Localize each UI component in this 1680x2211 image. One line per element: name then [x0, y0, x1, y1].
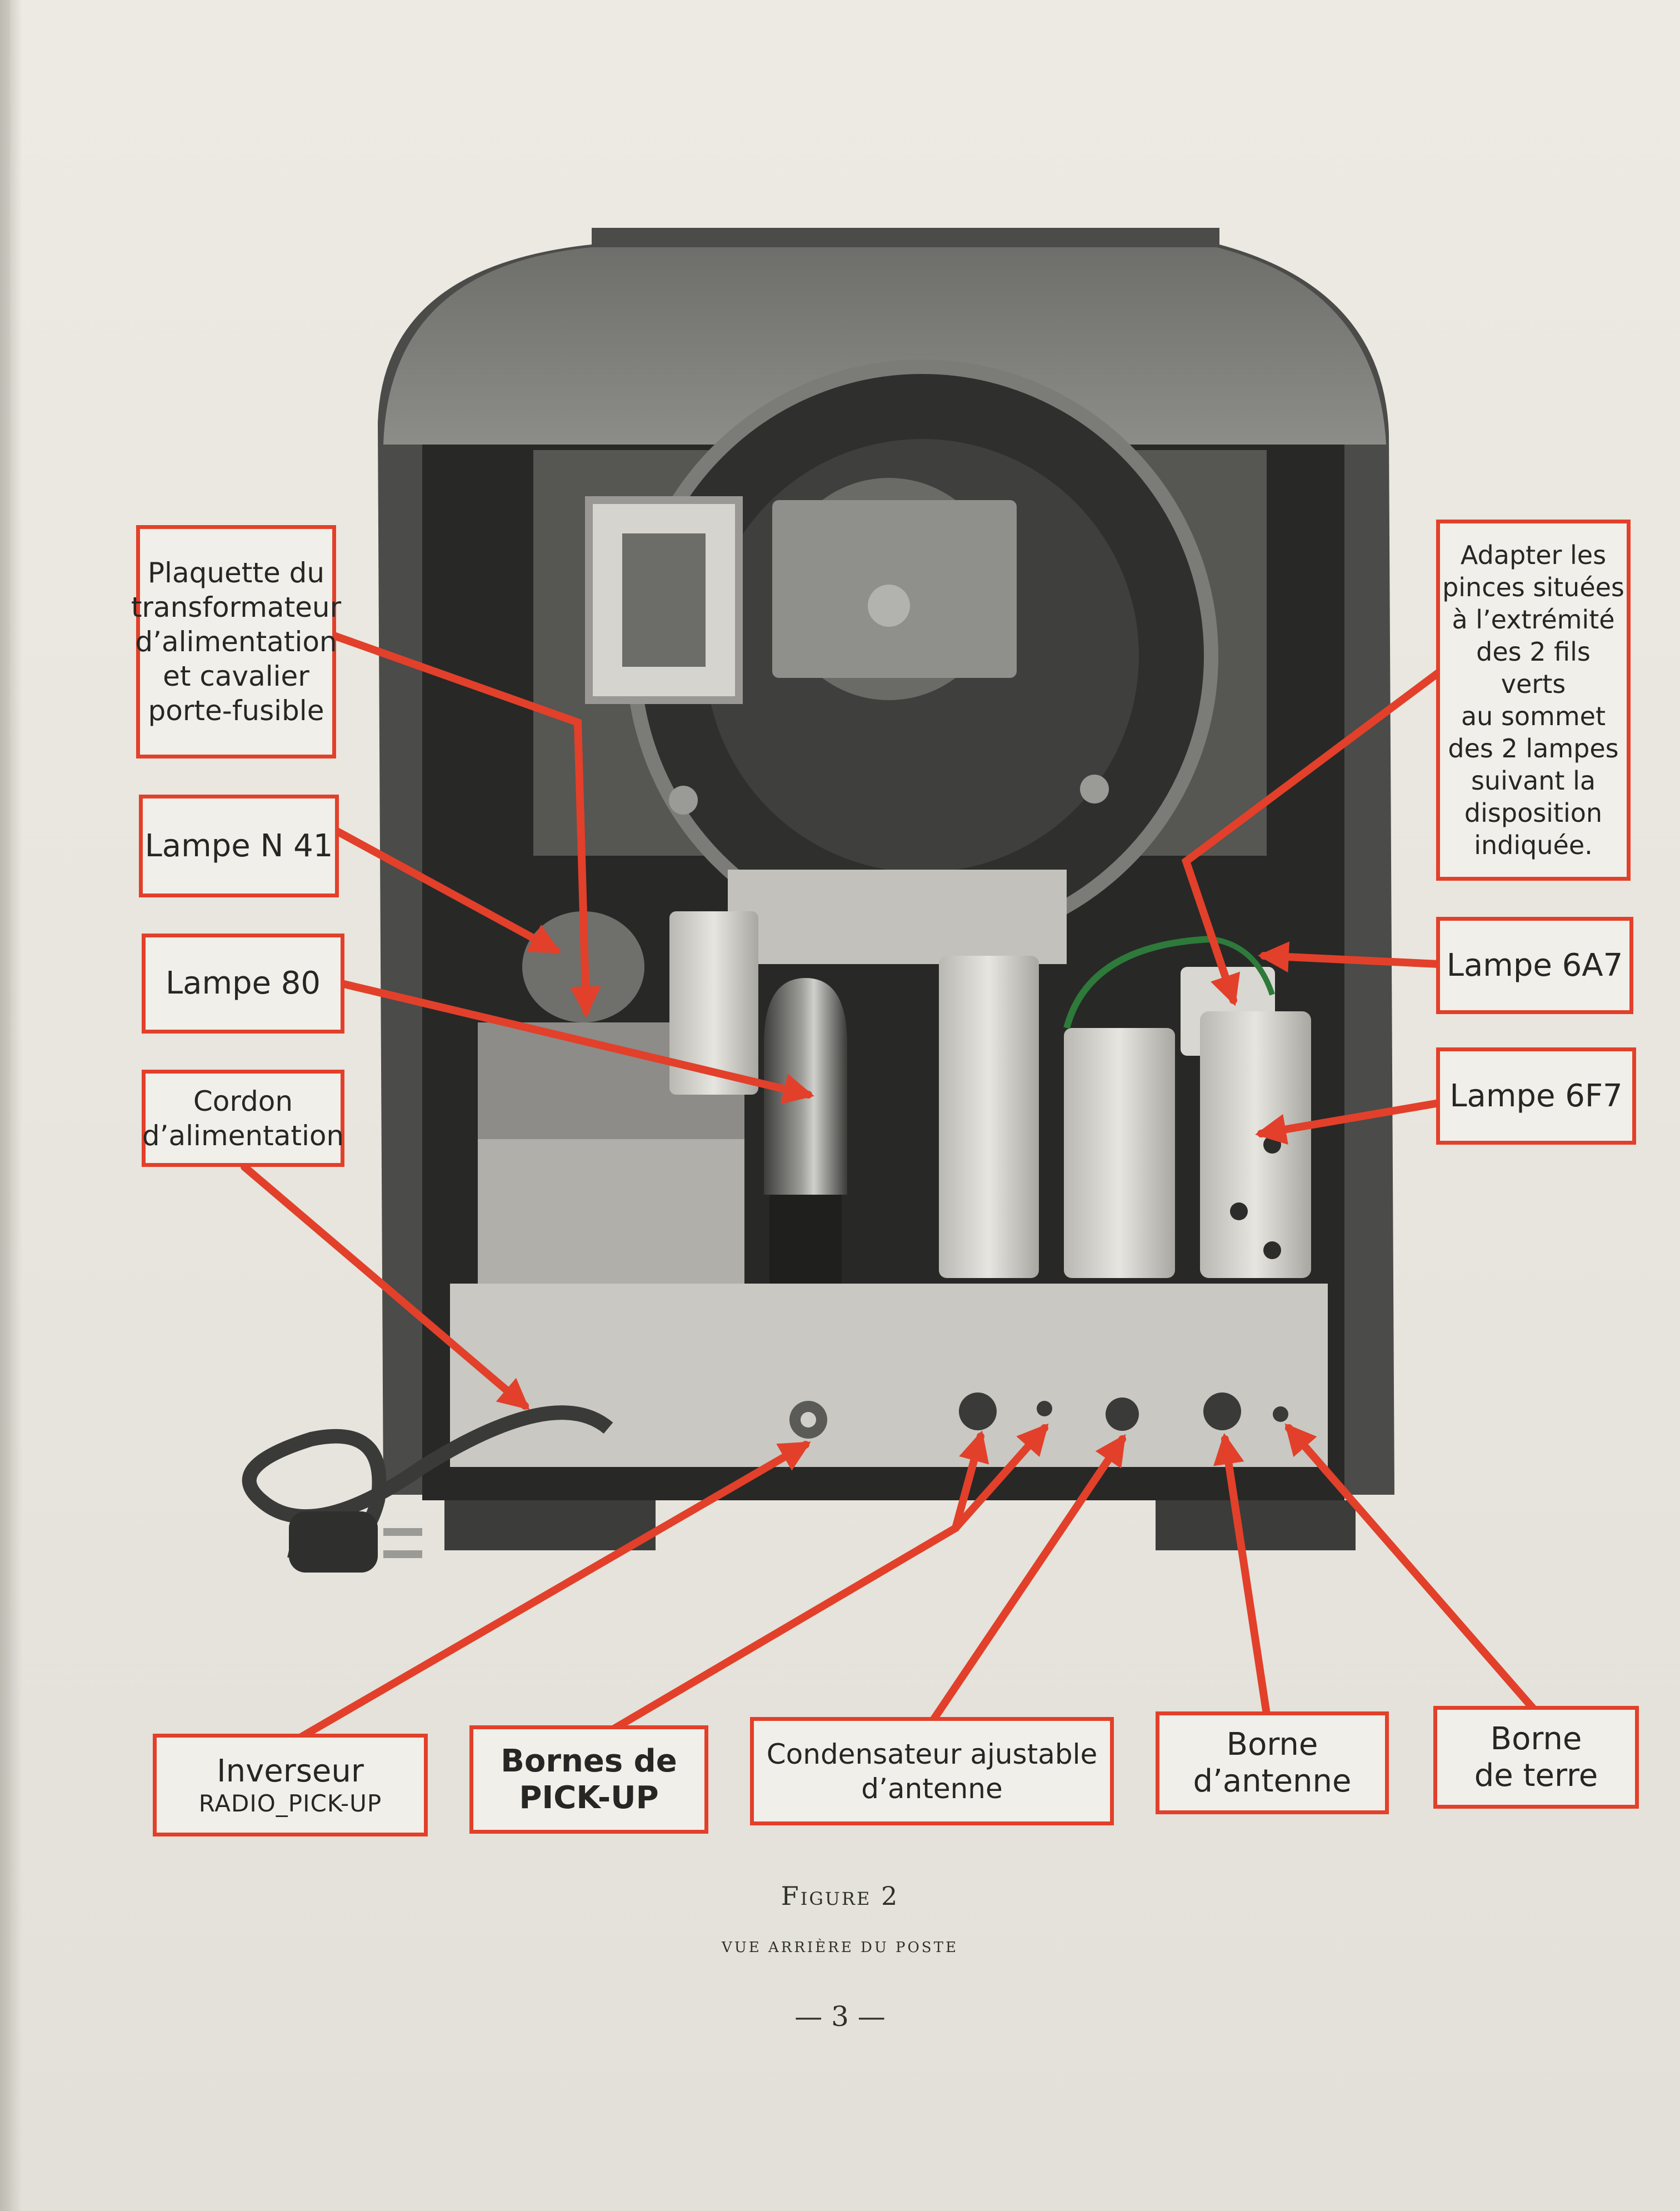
figure-caption-title: Figure 2: [781, 1881, 899, 1911]
speaker-baffle: [533, 360, 1267, 952]
label-lampe-n41: Lampe N 41: [139, 795, 339, 897]
label-adapter-pinces: Adapter les pinces situées à l’extrémité…: [1436, 520, 1631, 881]
label-plaquette-line-4: et cavalier: [163, 660, 309, 692]
label-bornes-pickup-line-2: PICK-UP: [519, 1779, 659, 1816]
label-adapter-line-4: des 2 fils verts: [1476, 637, 1591, 699]
label-plaquette-transformateur: Plaquette du transformateur d’alimentati…: [131, 525, 341, 758]
label-adapter-line-9: indiquée.: [1474, 830, 1593, 860]
power-cord: [242, 1405, 613, 1573]
label-cordon-line-2: d’alimentation: [142, 1119, 344, 1152]
label-adapter-line-7: suivant la: [1471, 766, 1596, 796]
figure-caption-subtitle: VUE ARRIÈRE DU POSTE: [722, 1939, 958, 1956]
arrow-pickup-2: [952, 1423, 1049, 1532]
label-adapter-line-6: des 2 lampes: [1448, 733, 1619, 763]
label-condensateur-ajustable: Condensateur ajustable d’antenne: [750, 1717, 1114, 1825]
label-borne-terre-line-2: de terre: [1474, 1757, 1598, 1794]
page-edge-shadow: [0, 0, 22, 2211]
label-adapter-line-1: Adapter les: [1460, 540, 1607, 570]
arrow-borne-terre: [1284, 1423, 1537, 1713]
arrow-inverseur: [293, 1441, 811, 1743]
label-plaquette-line-2: transformateur: [131, 591, 342, 623]
label-borne-antenne: Borne d’antenne: [1156, 1711, 1389, 1814]
label-lampe-6f7-text: Lampe 6F7: [1449, 1077, 1623, 1114]
label-bornes-pickup-line-1: Bornes de: [501, 1743, 677, 1779]
label-inverseur: Inverseur RADIO_PICK-UP: [153, 1734, 428, 1836]
label-bornes-pickup: Bornes de PICK-UP: [469, 1725, 708, 1834]
label-borne-terre: Borne de terre: [1433, 1706, 1639, 1809]
label-adapter-line-2: pinces situées: [1442, 572, 1624, 602]
label-adapter-line-3: à l’extrémité: [1452, 605, 1615, 635]
label-inverseur-line-2: RADIO_PICK-UP: [198, 1790, 382, 1817]
label-cordon-line-1: Cordon: [193, 1085, 293, 1117]
arrow-condensateur: [929, 1434, 1126, 1724]
arrow-borne-antenne: [1213, 1433, 1271, 1718]
arrow-cordon: [241, 1163, 530, 1410]
label-lampe-6f7: Lampe 6F7: [1436, 1047, 1636, 1145]
rear-panel: [450, 1284, 1328, 1467]
arrow-adapter: [1181, 668, 1443, 1006]
label-adapter-line-5: au sommet: [1461, 701, 1606, 731]
label-condensateur-line-2: d’antenne: [861, 1772, 1003, 1805]
arrow-6f7: [1254, 1099, 1443, 1145]
label-lampe-80: Lampe 80: [142, 934, 344, 1034]
label-cordon-alimentation: Cordon d’alimentation: [142, 1070, 344, 1167]
arrow-plaquette: [324, 630, 601, 1018]
label-lampe-6a7-text: Lampe 6A7: [1446, 947, 1623, 984]
label-lampe-6a7: Lampe 6A7: [1436, 917, 1633, 1014]
label-borne-antenne-line-2: d’antenne: [1193, 1763, 1352, 1799]
label-plaquette-line-3: d’alimentation: [135, 626, 337, 658]
label-adapter-line-8: disposition: [1464, 798, 1603, 828]
label-inverseur-line-1: Inverseur: [217, 1753, 364, 1789]
label-lampe-n41-text: Lampe N 41: [144, 827, 333, 864]
label-lampe-80-text: Lampe 80: [165, 965, 321, 1001]
label-condensateur-line-1: Condensateur ajustable: [766, 1738, 1098, 1770]
label-borne-antenne-line-1: Borne: [1226, 1726, 1318, 1763]
label-plaquette-line-5: porte-fusible: [148, 695, 324, 727]
arrow-6a7: [1257, 941, 1443, 973]
label-plaquette-line-1: Plaquette du: [147, 557, 325, 589]
arrow-lampe-80: [338, 980, 814, 1104]
callout-arrows: [241, 630, 1537, 1743]
page-number: — 3 —: [794, 2000, 886, 2033]
label-borne-terre-line-1: Borne: [1490, 1720, 1582, 1757]
arrow-lampe-n41: [332, 827, 561, 954]
